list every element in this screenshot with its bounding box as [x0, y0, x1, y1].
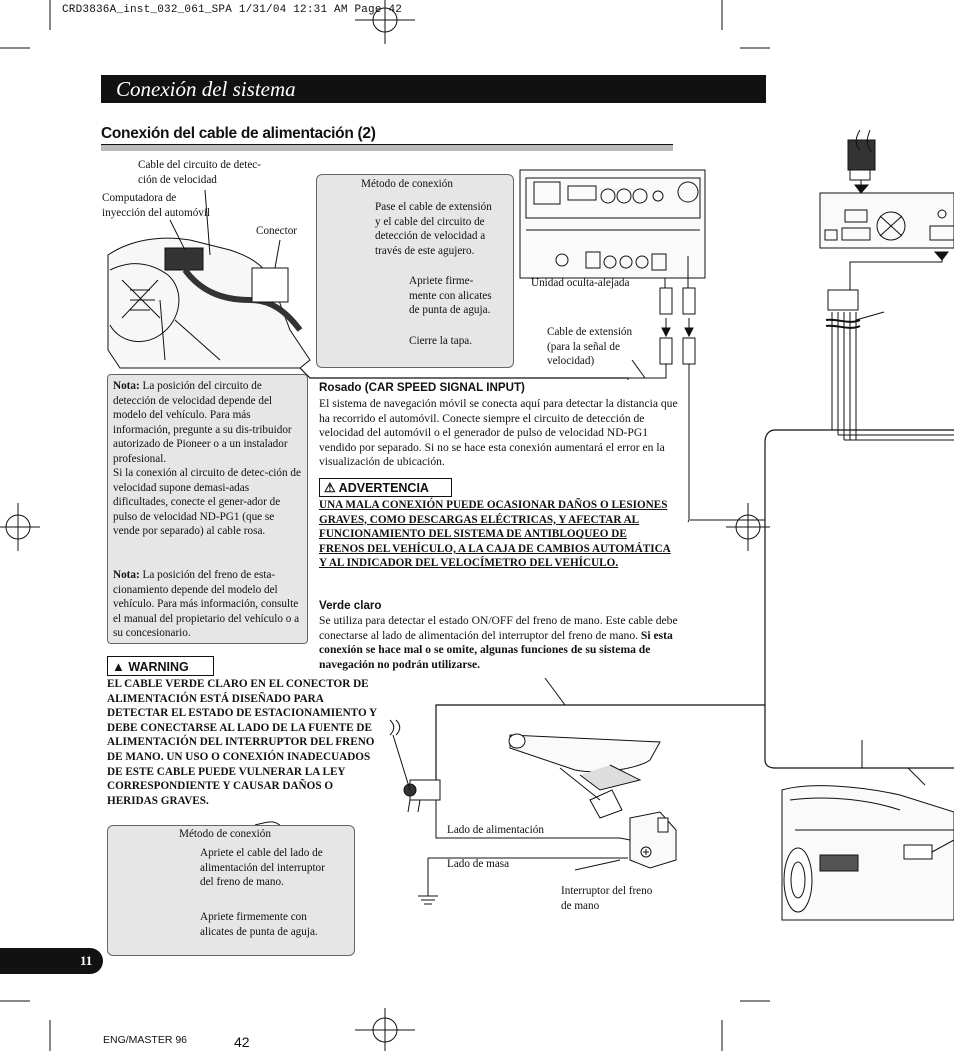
label-ground-side: Lado de masa	[447, 858, 510, 870]
note-2-text: La posición del freno de esta-cionamient…	[113, 569, 300, 640]
pink-text: El sistema de navegación móvil se conect…	[319, 397, 678, 469]
note-1-label: Nota:	[113, 380, 140, 392]
label-extension-cable: Cable de extensión (para la señal de vel…	[547, 326, 633, 368]
method-step-3: Cierre la tapa.	[409, 335, 473, 347]
warning-triangle-icon: ▲	[112, 659, 125, 674]
advertencia-label-box: ⚠ ADVERTENCIA	[319, 478, 452, 497]
method-box-top-title: Método de conexión	[361, 178, 453, 190]
warning-label: WARNING	[128, 660, 189, 674]
page-tab-number: 11	[80, 953, 93, 968]
light-green-heading: Verde claro	[319, 599, 382, 612]
method-bottom-step-2: Apriete firmemente con alicates de punta…	[200, 911, 318, 938]
page-tab	[0, 948, 103, 974]
method-step-1: Pase el cable de extensión y el cable de…	[375, 201, 492, 257]
title-bar	[101, 75, 766, 103]
footer-left: ENG/MASTER 96	[103, 1034, 188, 1046]
light-green-text: Se utiliza para detectar el estado ON/OF…	[319, 614, 685, 672]
page-title: Conexión del sistema	[116, 77, 296, 101]
pink-heading: Rosado (CAR SPEED SIGNAL INPUT)	[319, 381, 525, 394]
method-bottom-step-1: Apriete el cable del lado de alimentació…	[200, 847, 325, 889]
note-1: Nota: La posición del circuito de detecc…	[113, 379, 303, 467]
advertencia-label: ADVERTENCIA	[338, 481, 429, 495]
light-green-normal: Se utiliza para detectar el estado ON/OF…	[319, 614, 678, 642]
light-green-bold: Si esta conexión se hace mal o se omite,…	[319, 628, 673, 671]
note-2-label: Nota:	[113, 569, 140, 581]
method-box-bottom	[107, 825, 355, 956]
note-box	[107, 374, 308, 644]
label-brake-switch: Interruptor del freno de mano	[561, 885, 653, 912]
method-box-top	[316, 174, 514, 368]
label-injection-computer: Computadora de inyección del automóvil	[102, 192, 211, 219]
label-hideaway-unit: Unidad oculta-alejada	[531, 277, 630, 289]
method-box-bottom-title: Método de conexión	[179, 828, 271, 840]
warning-label-box: ▲ WARNING	[107, 656, 214, 676]
label-connector: Conector	[256, 225, 298, 237]
method-step-2: Apriete firme- mente con alicates de pun…	[409, 275, 492, 317]
footer-page-number: 42	[234, 1034, 250, 1050]
warning-text: EL CABLE VERDE CLARO EN EL CONECTOR DE A…	[107, 678, 377, 807]
print-header: CRD3836A_inst_032_061_SPA 1/31/04 12:31 …	[62, 4, 403, 16]
label-power-side: Lado de alimentación	[447, 824, 544, 836]
caution-triangle-icon: ⚠	[324, 480, 336, 495]
section-title: Conexión del cable de alimentación (2)	[101, 125, 376, 142]
note-1b: Si la conexión al circuito de detec-ción…	[113, 467, 301, 538]
section-rule	[101, 144, 673, 151]
advertencia-text: UNA MALA CONEXIÓN PUEDE OCASIONAR DAÑOS …	[319, 499, 671, 570]
note-1-text: La posición del circuito de detección de…	[113, 380, 292, 465]
label-speed-circuit-cable: Cable del circuito de detec- ción de vel…	[138, 159, 262, 186]
note-2: Nota: La posición del freno de esta-cion…	[113, 568, 303, 641]
